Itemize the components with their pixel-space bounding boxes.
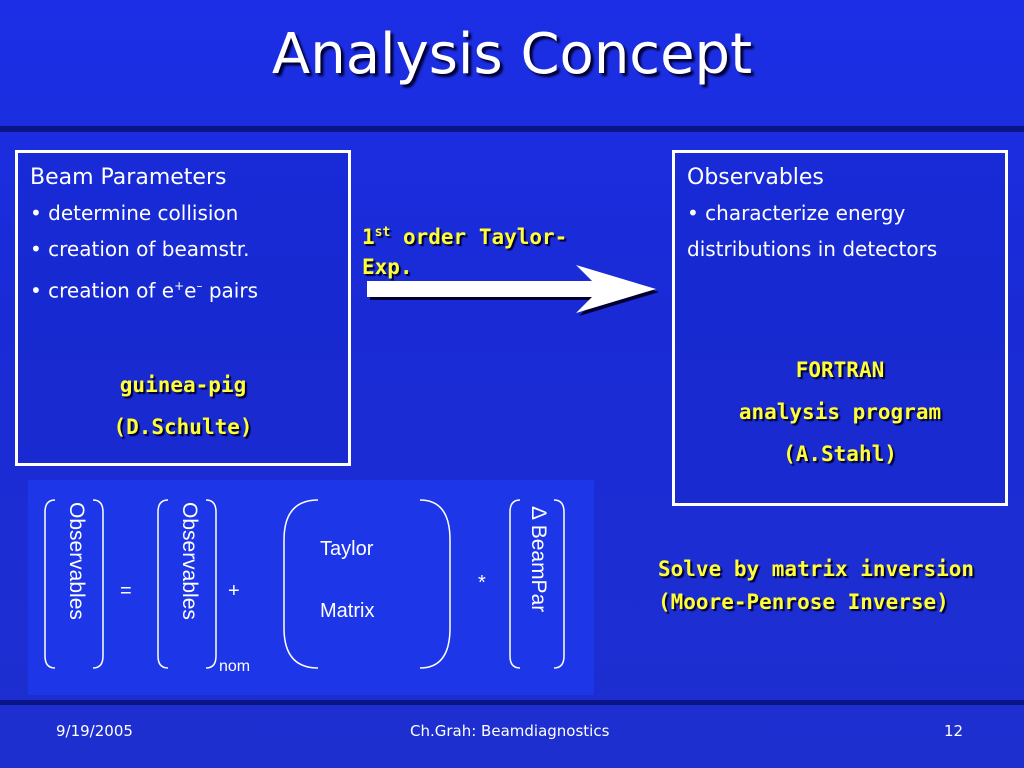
matrix-equation-panel [28,480,594,695]
tool-author-schulte: (D.Schulte) [113,414,253,439]
beam-parameters-box: Beam Parameters • determine collision • … [15,150,351,466]
right-arrow-icon [367,265,659,316]
bracket-right-1 [92,499,104,669]
footer-date: 9/19/2005 [56,722,133,740]
pairs-prefix: • creation of e [30,278,175,303]
bullet-characterize-energy: • characterize energy [687,201,906,225]
pairs-sup-minus: – [196,279,203,293]
title-divider [0,126,1024,132]
bullet-creation-beamstrahlung: • creation of beamstr. [30,237,250,261]
observables-box: Observables • characterize energy distri… [672,150,1008,506]
tool-author-stahl: (A.Stahl) [783,442,897,466]
bracket-left-1 [44,499,56,669]
taylor-expansion-label: 1st order Taylor- Exp. [362,218,567,282]
taylor-line2: Exp. [362,255,413,279]
observables-nom: Observables [178,502,201,620]
bracket-right-2 [205,499,217,669]
pairs-mid: e [184,278,197,303]
tool-guinea-pig: guinea-pig [119,372,247,397]
ordinal-number: 1 [362,225,375,249]
equation-brackets [44,499,565,669]
plus-sign: + [228,580,240,602]
footer-page-number: 12 [944,722,964,740]
tool-analysis-program: analysis program [738,400,942,424]
pairs-sup-plus: + [174,279,185,293]
taylor-matrix-line1: Taylor [320,538,374,560]
bracket-left-2 [157,499,169,669]
footer-center: Ch.Grah: Beamdiagnostics [410,722,610,740]
solve-line2: (Moore-Penrose Inverse) [658,590,949,614]
beam-parameters-heading: Beam Parameters [30,165,227,190]
times-sign: * [478,572,486,594]
equals-sign: = [120,580,132,602]
bracket-right-4 [553,499,565,669]
bullet-creation-pairs: • creation of e+e– pairs [30,271,348,306]
delta-beampar: Δ BeamPar [527,506,550,613]
bracket-right-3 [419,499,451,669]
nom-subscript: nom [219,658,251,675]
observables-heading: Observables [687,165,824,190]
taylor-line1: order Taylor- [390,225,568,249]
observables-lhs: Observables [65,502,88,620]
bullet-determine-collision: • determine collision [30,201,239,225]
taylor-matrix-line2: Matrix [320,600,375,622]
ordinal-suffix: st [374,225,391,240]
solve-note: Solve by matrix inversion (Moore-Penrose… [658,553,974,619]
bracket-left-4 [509,499,521,669]
slide-title: Analysis Concept [271,22,753,87]
bracket-left-3 [283,499,319,669]
bullet-distributions-detectors: distributions in detectors [687,237,938,261]
footer-divider [0,700,1024,705]
pairs-suffix: pairs [202,278,258,303]
tool-fortran: FORTRAN [795,358,885,382]
solve-line1: Solve by matrix inversion [658,557,975,581]
